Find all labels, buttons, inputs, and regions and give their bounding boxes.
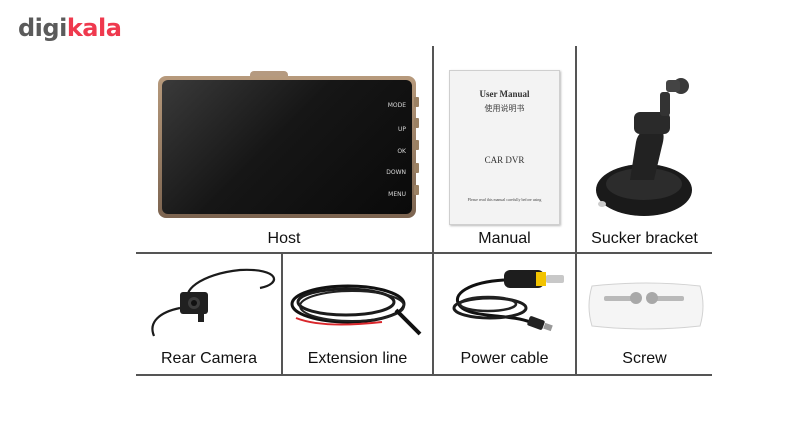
sucker-caption: Sucker bracket bbox=[591, 230, 698, 247]
host-side-button bbox=[414, 185, 419, 195]
rear-camera-image bbox=[151, 268, 275, 337]
logo-part-kala: kala bbox=[66, 14, 122, 42]
host-side-button bbox=[414, 97, 419, 107]
extension-caption: Extension line bbox=[307, 350, 408, 367]
divider-vertical-2 bbox=[575, 46, 577, 252]
manual-product: CAR DVR bbox=[484, 155, 525, 165]
manual-caption: Manual bbox=[478, 230, 531, 247]
divider-vertical-3 bbox=[281, 254, 283, 376]
manual-title: User Manual bbox=[479, 89, 530, 99]
power-cable-image bbox=[452, 270, 564, 332]
host-caption: Host bbox=[267, 230, 301, 247]
host-label-mode: MODE bbox=[387, 102, 406, 109]
host-side-button bbox=[414, 118, 419, 128]
divider-vertical-4 bbox=[432, 254, 434, 376]
divider-horizontal-mid bbox=[136, 252, 712, 254]
host-label-up: UP bbox=[397, 126, 406, 133]
host-side-button bbox=[414, 140, 419, 150]
rear-camera-caption: Rear Camera bbox=[160, 350, 258, 367]
host-label-menu: MENU bbox=[388, 191, 406, 198]
sucker-bracket-image bbox=[596, 78, 692, 216]
screw-caption: Screw bbox=[622, 350, 667, 367]
logo-part-digi: digi bbox=[18, 14, 67, 42]
divider-vertical-1 bbox=[432, 46, 434, 252]
manual-note: Please read this manual carefully before… bbox=[467, 197, 542, 202]
host-device-image: MODE UP OK DOWN MENU bbox=[158, 76, 416, 218]
host-screen: MODE UP OK DOWN MENU bbox=[162, 80, 412, 214]
host-top-mount bbox=[250, 71, 288, 79]
divider-horizontal-bottom bbox=[136, 374, 712, 376]
digikala-logo[interactable]: digikala bbox=[18, 14, 122, 42]
divider-vertical-5 bbox=[575, 254, 577, 376]
extension-line-image bbox=[290, 284, 422, 336]
host-side-button bbox=[414, 163, 419, 173]
screw-image bbox=[588, 282, 704, 330]
power-cable-caption: Power cable bbox=[460, 350, 549, 367]
manual-subtitle: 使用说明书 bbox=[484, 104, 525, 113]
manual-image: User Manual 使用说明书 CAR DVR Please read th… bbox=[449, 70, 560, 225]
host-label-down: DOWN bbox=[386, 169, 406, 176]
host-label-ok: OK bbox=[397, 148, 406, 155]
